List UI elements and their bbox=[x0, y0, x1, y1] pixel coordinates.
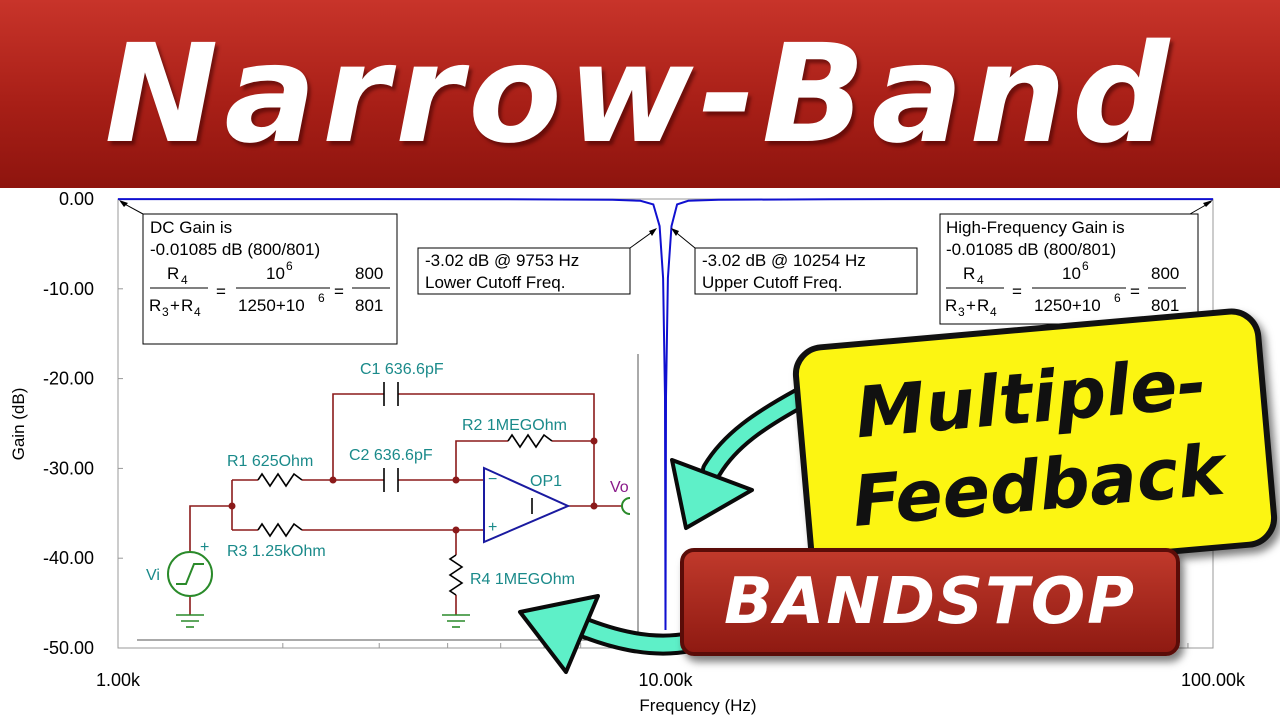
svg-text:6: 6 bbox=[318, 291, 325, 305]
x-axis-label: Frequency (Hz) bbox=[639, 696, 756, 715]
svg-text:+: + bbox=[170, 296, 180, 315]
svg-text:6: 6 bbox=[1082, 259, 1089, 273]
y-tick-label: -30.00 bbox=[43, 458, 94, 478]
y-tick-label: -40.00 bbox=[43, 548, 94, 568]
svg-text:801: 801 bbox=[355, 296, 383, 315]
pointer-arrow-upper bbox=[670, 387, 811, 530]
svg-text:-3.02 dB @ 9753 Hz: -3.02 dB @ 9753 Hz bbox=[425, 251, 579, 270]
y-tick-label: -20.00 bbox=[43, 369, 94, 389]
svg-text:R: R bbox=[977, 296, 989, 315]
svg-text:3: 3 bbox=[958, 305, 965, 319]
gain-curve bbox=[118, 198, 1213, 631]
svg-text:Upper Cutoff Freq.: Upper Cutoff Freq. bbox=[702, 273, 842, 292]
hf-gain-annotation: High-Frequency Gain is -0.01085 dB (800/… bbox=[939, 213, 1199, 325]
y-axis-label: Gain (dB) bbox=[9, 388, 28, 461]
y-tick-label: 0.00 bbox=[59, 189, 94, 209]
svg-text:OP1: OP1 bbox=[530, 473, 562, 490]
svg-text:+: + bbox=[488, 519, 497, 536]
svg-text:1250+10: 1250+10 bbox=[238, 296, 305, 315]
svg-text:4: 4 bbox=[194, 305, 201, 319]
annotation-arrowheads bbox=[119, 200, 1213, 236]
svg-text:Vo: Vo bbox=[610, 479, 629, 496]
svg-text:−: − bbox=[488, 471, 497, 488]
x-tick-labels: 1.00k 10.00k 100.00k bbox=[96, 670, 1246, 690]
dc-gain-annotation: DC Gain is -0.01085 dB (800/801) R 4 R 3… bbox=[142, 213, 398, 345]
svg-text:800: 800 bbox=[355, 264, 383, 283]
svg-text:Lower Cutoff Freq.: Lower Cutoff Freq. bbox=[425, 273, 565, 292]
svg-text:High-Frequency Gain is: High-Frequency Gain is bbox=[946, 218, 1125, 237]
svg-text:C2 636.6pF: C2 636.6pF bbox=[349, 447, 433, 464]
svg-text:R: R bbox=[167, 264, 179, 283]
svg-text:R: R bbox=[945, 296, 957, 315]
svg-text:=: = bbox=[334, 282, 344, 301]
svg-text:R1 625Ohm: R1 625Ohm bbox=[227, 453, 313, 470]
y-tick-label: -10.00 bbox=[43, 279, 94, 299]
svg-text:6: 6 bbox=[286, 259, 293, 273]
banner-title: Narrow-Band bbox=[104, 16, 1176, 174]
svg-text:R2 1MEGOhm: R2 1MEGOhm bbox=[462, 417, 567, 434]
svg-text:3: 3 bbox=[162, 305, 169, 319]
svg-text:6: 6 bbox=[1114, 291, 1121, 305]
svg-text:1250+10: 1250+10 bbox=[1034, 296, 1101, 315]
svg-text:-3.02 dB @ 10254 Hz: -3.02 dB @ 10254 Hz bbox=[702, 251, 866, 270]
title-banner: Narrow-Band bbox=[0, 0, 1280, 188]
svg-text:801: 801 bbox=[1151, 296, 1179, 315]
svg-text:=: = bbox=[1130, 282, 1140, 301]
svg-text:4: 4 bbox=[990, 305, 997, 319]
multiple-feedback-callout: Multiple- Feedback bbox=[790, 305, 1280, 587]
svg-text:-0.01085 dB (800/801): -0.01085 dB (800/801) bbox=[150, 240, 320, 259]
svg-text:10: 10 bbox=[266, 264, 285, 283]
svg-text:=: = bbox=[1012, 282, 1022, 301]
circuit-schematic: − + + C1 636.6pF R2 1MEGOhm C2 bbox=[137, 354, 639, 641]
svg-text:800: 800 bbox=[1151, 264, 1179, 283]
x-tick-label: 10.00k bbox=[638, 670, 693, 690]
svg-text:4: 4 bbox=[977, 273, 984, 287]
svg-text:=: = bbox=[216, 282, 226, 301]
svg-text:R3 1.25kOhm: R3 1.25kOhm bbox=[227, 543, 326, 560]
svg-text:R: R bbox=[963, 264, 975, 283]
svg-text:R: R bbox=[181, 296, 193, 315]
svg-text:10: 10 bbox=[1062, 264, 1081, 283]
upper-cutoff-annotation: -3.02 dB @ 10254 Hz Upper Cutoff Freq. bbox=[694, 247, 918, 295]
bandstop-label: BANDSTOP bbox=[723, 565, 1137, 639]
svg-text:C1 636.6pF: C1 636.6pF bbox=[360, 361, 444, 378]
svg-text:+: + bbox=[200, 539, 209, 556]
svg-text:R4 1MEGOhm: R4 1MEGOhm bbox=[470, 571, 575, 588]
y-tick-label: -50.00 bbox=[43, 638, 94, 658]
lower-cutoff-annotation: -3.02 dB @ 9753 Hz Lower Cutoff Freq. bbox=[417, 247, 631, 295]
bandstop-callout: BANDSTOP bbox=[680, 548, 1180, 656]
pointer-arrow-lower bbox=[518, 594, 701, 674]
svg-text:Vi: Vi bbox=[146, 567, 160, 584]
x-tick-label: 1.00k bbox=[96, 670, 141, 690]
y-tick-labels: 0.00 -10.00 -20.00 -30.00 -40.00 -50.00 bbox=[43, 189, 94, 658]
svg-text:+: + bbox=[966, 296, 976, 315]
x-tick-label: 100.00k bbox=[1181, 670, 1246, 690]
svg-text:-0.01085 dB (800/801): -0.01085 dB (800/801) bbox=[946, 240, 1116, 259]
svg-text:DC Gain is: DC Gain is bbox=[150, 218, 232, 237]
svg-text:R: R bbox=[149, 296, 161, 315]
svg-text:4: 4 bbox=[181, 273, 188, 287]
